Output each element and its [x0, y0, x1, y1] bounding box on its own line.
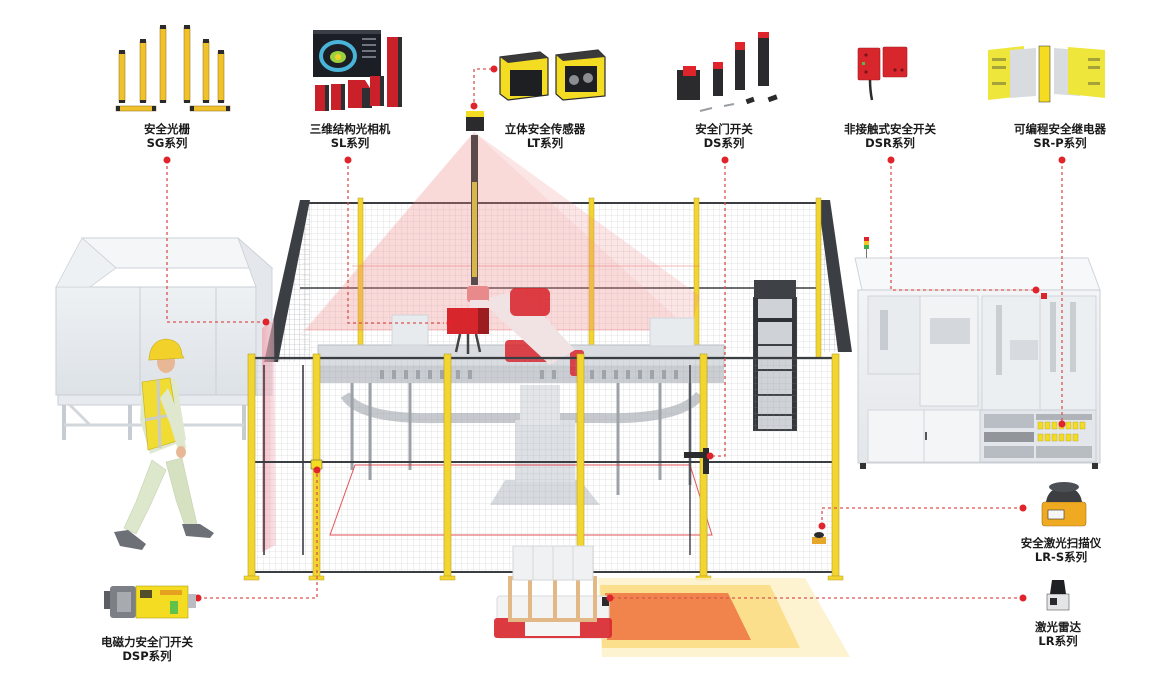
- product-name: 安全光栅: [144, 122, 190, 136]
- product-series: SL系列: [330, 136, 370, 150]
- callout-dot-lr-start[interactable]: [1019, 594, 1027, 602]
- relay-row: [1037, 421, 1086, 442]
- product-series: SR-P系列: [1033, 136, 1087, 150]
- product-name: 非接触式安全开关: [844, 122, 936, 136]
- leader-sl: [347, 160, 444, 324]
- callout-dot-ds-start[interactable]: [721, 156, 729, 164]
- product-name: 三维结构光相机: [309, 122, 391, 136]
- product-label-lrs[interactable]: 安全激光扫描仪 LR-S系列: [1021, 536, 1102, 564]
- callout-dot-srp-start[interactable]: [1058, 156, 1066, 164]
- programmable-safety-relay-icon[interactable]: [988, 45, 1105, 103]
- callout-dot-sl-end[interactable]: [446, 319, 454, 327]
- product-label-dsr[interactable]: 非接触式安全开关 DSR系列: [844, 122, 936, 150]
- product-label-lt[interactable]: 立体安全传感器 LT系列: [505, 122, 586, 150]
- product-label-sl[interactable]: 三维结构光相机 SL系列: [310, 122, 391, 150]
- agv-scanner-zones: [598, 578, 850, 657]
- leader-lrs: [821, 507, 1023, 526]
- 3d-safety-sensor-icon[interactable]: [499, 49, 606, 101]
- callout-dot-lt-end[interactable]: [470, 102, 478, 110]
- 3d-structured-light-camera-icon[interactable]: [313, 30, 402, 111]
- callout-dot-lr-end[interactable]: [606, 594, 614, 602]
- dsr-switch-installed: [1041, 293, 1047, 299]
- callout-dot-sg-end[interactable]: [262, 318, 270, 326]
- product-name: 电磁力安全门开关: [101, 635, 193, 649]
- leader-dsp: [198, 470, 318, 599]
- electromagnetic-door-switch-icon[interactable]: [104, 585, 196, 619]
- 3d-sensor-field: [300, 132, 700, 335]
- lrs-scanner-installed: [812, 532, 826, 544]
- ds-switch-installed: [684, 448, 709, 474]
- product-name: 安全激光扫描仪: [1020, 536, 1102, 550]
- safety-door-switch-icon[interactable]: [677, 32, 778, 112]
- product-label-lr[interactable]: 激光雷达 LR系列: [1035, 620, 1081, 648]
- callout-dot-dsr-start[interactable]: [887, 156, 895, 164]
- product-name: 安全门开关: [695, 122, 753, 136]
- product-name: 立体安全传感器: [504, 122, 586, 136]
- product-series: DS系列: [703, 136, 745, 150]
- leader-dsr: [890, 160, 1036, 291]
- callout-dot-lrs-start[interactable]: [1019, 504, 1027, 512]
- product-series: SG系列: [146, 136, 188, 150]
- leader-lt: [473, 68, 492, 106]
- product-label-dsp[interactable]: 电磁力安全门开关 DSP系列: [101, 635, 193, 663]
- leader-lines: [166, 68, 1063, 599]
- safety-laser-scanner-icon[interactable]: [1041, 482, 1087, 527]
- callout-dot-sl-start[interactable]: [344, 156, 352, 164]
- callout-dot-dsp-end[interactable]: [313, 466, 321, 474]
- signal-tower: [864, 237, 869, 258]
- lidar-icon[interactable]: [1046, 580, 1070, 611]
- callout-dot-dsp-start[interactable]: [194, 594, 202, 602]
- product-series: DSP系列: [122, 649, 172, 663]
- worker: [114, 338, 214, 550]
- product-series: DSR系列: [865, 136, 915, 150]
- product-series: LR系列: [1038, 634, 1078, 648]
- product-name: 可编程安全继电器: [1014, 122, 1106, 136]
- robot-cell-fence: [264, 197, 852, 362]
- non-contact-safety-switch-icon[interactable]: [857, 46, 908, 101]
- callout-dot-lrs-end[interactable]: [818, 522, 826, 530]
- callout-dot-dsr-end[interactable]: [1032, 286, 1040, 294]
- callout-dot-sg-start[interactable]: [163, 156, 171, 164]
- product-series: LT系列: [526, 136, 564, 150]
- packaging-machine: [854, 257, 1101, 469]
- light-curtain-icon[interactable]: [115, 25, 231, 112]
- leader-ds: [708, 160, 726, 457]
- agv-with-pallet: [494, 545, 612, 639]
- product-label-srp[interactable]: 可编程安全继电器 SR-P系列: [1014, 122, 1106, 150]
- product-series: LR-S系列: [1034, 550, 1088, 564]
- callout-dot-srp-end[interactable]: [1058, 420, 1066, 428]
- 3d-sensor-mount: [466, 111, 484, 285]
- lr-lidar-installed: [602, 597, 609, 606]
- product-label-ds[interactable]: 安全门开关 DS系列: [695, 122, 753, 150]
- product-label-sg[interactable]: 安全光栅 SG系列: [144, 122, 190, 150]
- callout-dot-lt-start[interactable]: [490, 65, 498, 73]
- leader-sg: [166, 160, 266, 323]
- callout-dot-ds-end[interactable]: [706, 452, 714, 460]
- callout-dots: [163, 65, 1066, 602]
- product-name: 激光雷达: [1035, 620, 1081, 634]
